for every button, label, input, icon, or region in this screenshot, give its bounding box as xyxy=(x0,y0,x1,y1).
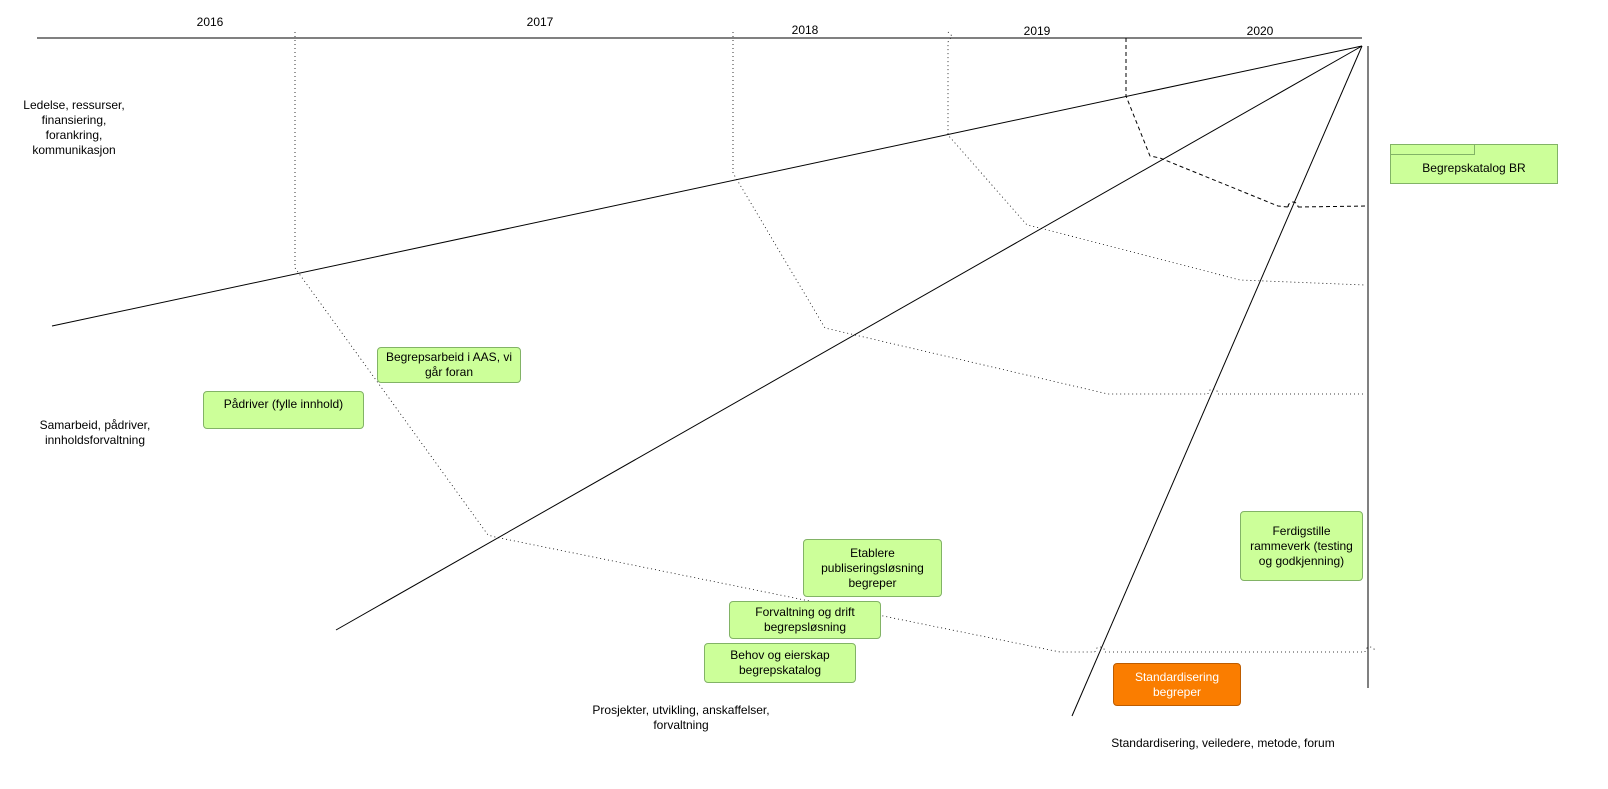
year-label: 2018 xyxy=(791,23,819,37)
node-begrepskatalog[interactable]: Begrepskatalog BR xyxy=(1390,144,1558,184)
folder-tab xyxy=(1390,144,1475,155)
year-label: 2019 xyxy=(1023,24,1051,38)
spoke-leadership xyxy=(51,45,1363,327)
line-jump xyxy=(1287,201,1299,208)
node-padriver[interactable]: Pådriver (fylle innhold) xyxy=(203,391,364,429)
node-behov[interactable]: Behov og eierskap begrepskatalog xyxy=(704,643,856,683)
node-label: Begrepsarbeid i AAS, vi går foran xyxy=(385,350,513,379)
year-label: 2016 xyxy=(196,15,224,29)
node-label: Etablere publiseringsløsning begreper xyxy=(821,545,924,590)
lane-label-leadership: Ledelse, ressurser, finansiering, forank… xyxy=(23,98,125,157)
node-forvaltning[interactable]: Forvaltning og drift begrepsløsning xyxy=(729,601,881,639)
year-boundary-2020-end xyxy=(1297,205,1369,208)
node-label: Ferdigstille rammeverk (testing og godkj… xyxy=(1250,523,1353,568)
lane-label-collaboration: Samarbeid, pådriver, innholdsforvaltning xyxy=(39,418,151,447)
line-jump-end xyxy=(1364,646,1376,653)
year-boundary-2019 xyxy=(947,31,1366,286)
node-label: Pådriver (fylle innhold) xyxy=(223,397,344,411)
node-label: Forvaltning og drift begrepsløsning xyxy=(755,605,855,634)
spoke-standards xyxy=(1071,45,1363,717)
lane-label-projects: Prosjekter, utvikling, anskaffelser, for… xyxy=(592,703,770,732)
node-label: Behov og eierskap begrepskatalog xyxy=(730,648,830,677)
node-begrepsarbeid[interactable]: Begrepsarbeid i AAS, vi går foran xyxy=(377,347,521,383)
year-boundary-2018 xyxy=(732,32,1208,395)
node-label: Begrepskatalog BR xyxy=(1422,160,1526,175)
node-ferdigstille[interactable]: Ferdigstille rammeverk (testing og godkj… xyxy=(1240,511,1363,581)
node-standardisering[interactable]: Standardisering begreper xyxy=(1113,663,1241,706)
spoke-collaboration xyxy=(335,45,1363,631)
year-label: 2020 xyxy=(1246,24,1274,38)
node-label: Standardisering begreper xyxy=(1134,669,1220,699)
lane-label-standards: Standardisering, veiledere, metode, foru… xyxy=(1111,736,1335,750)
node-etablere[interactable]: Etablere publiseringsløsning begreper xyxy=(803,539,942,597)
year-boundary-2017 xyxy=(294,32,1095,653)
year-label: 2017 xyxy=(526,15,554,29)
year-boundary-2020 xyxy=(1125,38,1289,208)
